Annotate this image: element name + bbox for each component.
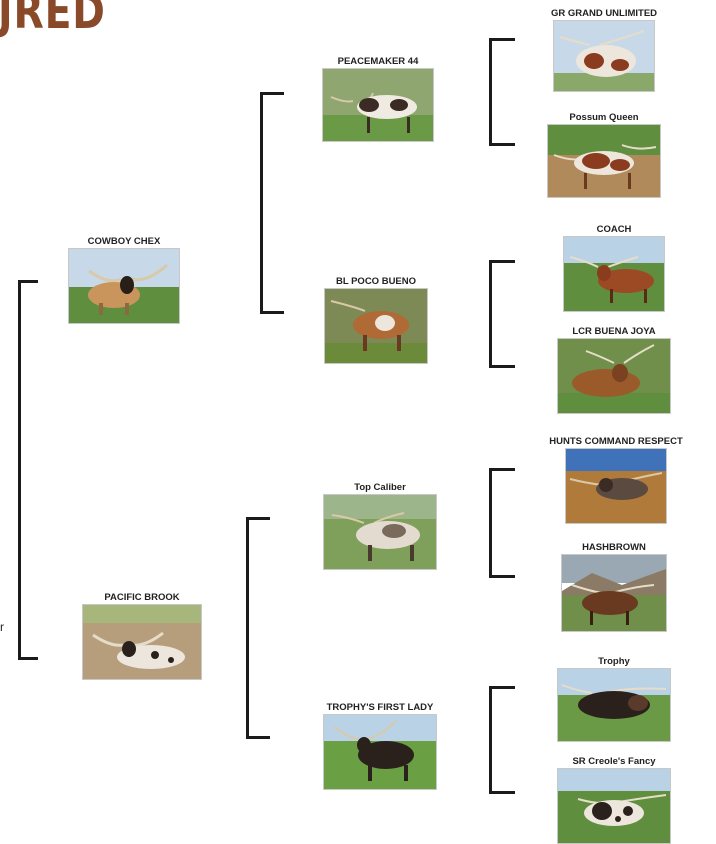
pedigree-node-sire: COWBOY CHEX (64, 236, 184, 324)
longhorn-photo (563, 236, 665, 312)
node-name: SR Creole's Fancy (572, 756, 656, 767)
node-name: COACH (596, 224, 632, 235)
node-name: Top Caliber (354, 482, 406, 493)
page-heading-fragment: JRED (0, 0, 106, 40)
node-name: BL POCO BUENO (335, 276, 417, 287)
bracket-topcaliber-parents (489, 468, 515, 578)
pedigree-node-dam: PACIFIC BROOK (82, 592, 202, 680)
longhorn-photo (82, 604, 202, 680)
node-name: PACIFIC BROOK (104, 592, 180, 603)
node-name: TROPHY'S FIRST LADY (326, 702, 434, 713)
longhorn-photo (553, 20, 655, 92)
node-name: COWBOY CHEX (87, 236, 161, 247)
node-name: Trophy (598, 656, 630, 667)
pedigree-node-gen3-6: HASHBROWN (554, 542, 674, 632)
bracket-dam-parents (246, 517, 270, 739)
longhorn-photo (565, 448, 667, 524)
pedigree-node-dam-sire: Top Caliber (320, 482, 440, 570)
longhorn-photo (324, 288, 428, 364)
pedigree-node-gen3-7: Trophy (554, 656, 674, 742)
node-name: HASHBROWN (582, 542, 646, 553)
pedigree-node-sire-sire: PEACEMAKER 44 (318, 56, 438, 142)
bracket-sire-parents (260, 92, 284, 314)
pedigree-node-gen3-1: GR GRAND UNLIMITED (534, 8, 674, 92)
pedigree-node-gen3-4: LCR BUENA JOYA (544, 326, 684, 414)
node-name: PEACEMAKER 44 (337, 56, 419, 67)
pedigree-node-dam-dam: TROPHY'S FIRST LADY (310, 702, 450, 790)
pedigree-node-gen3-2: Possum Queen (544, 112, 664, 198)
longhorn-photo (322, 68, 434, 142)
bracket-peacemaker-parents (489, 38, 515, 146)
bracket-parents (18, 280, 38, 660)
node-name: LCR BUENA JOYA (572, 326, 656, 337)
pedigree-node-gen3-8: SR Creole's Fancy (554, 756, 674, 844)
bracket-trophyslady-parents (489, 686, 515, 794)
longhorn-photo (557, 668, 671, 742)
longhorn-photo (547, 124, 661, 198)
longhorn-photo (557, 338, 671, 414)
node-name: Possum Queen (569, 112, 639, 123)
node-name: GR GRAND UNLIMITED (550, 8, 658, 19)
pedigree-node-gen3-3: COACH (554, 224, 674, 312)
pedigree-node-sire-dam: BL POCO BUENO (316, 276, 436, 364)
longhorn-photo (68, 248, 180, 324)
longhorn-photo (557, 768, 671, 844)
longhorn-photo (323, 494, 437, 570)
pedigree-node-gen3-5: HUNTS COMMAND RESPECT (526, 436, 706, 524)
bracket-pocobueno-parents (489, 260, 515, 368)
node-name: HUNTS COMMAND RESPECT (549, 436, 683, 447)
longhorn-photo (561, 554, 667, 632)
longhorn-photo (323, 714, 437, 790)
edge-text-fragment: r (0, 620, 4, 634)
